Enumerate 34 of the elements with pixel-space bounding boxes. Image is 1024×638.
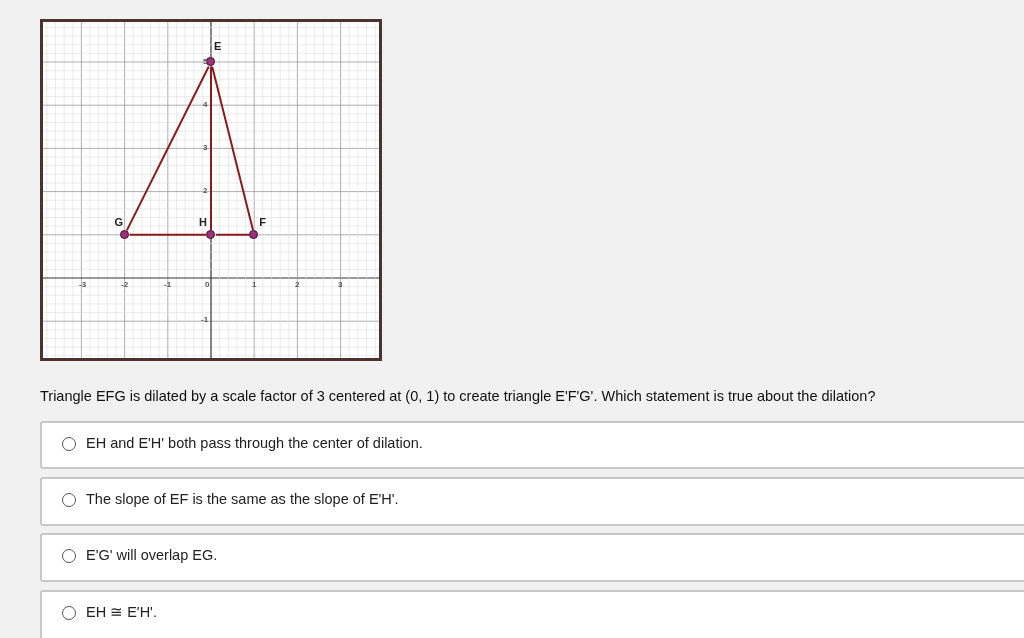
answer-option [40, 533, 1024, 582]
point-marker [119, 229, 129, 239]
point-marker [206, 57, 215, 66]
axis-tick-label: 5 [203, 57, 208, 67]
axis-tick-label: -2 [121, 280, 129, 290]
axis-tick-label: 0 [205, 280, 210, 290]
triangle-side [128, 233, 207, 236]
answer-option [40, 421, 1024, 469]
axis-tick-label: -1 [164, 280, 172, 290]
answer-option [40, 477, 1024, 526]
axis-tick-label: 2 [203, 186, 208, 196]
point-label: F [259, 215, 266, 228]
triangle-side [125, 65, 210, 232]
axis-tick-label: 3 [203, 143, 208, 153]
point-marker [206, 229, 215, 239]
axis-tick-label: 2 [295, 280, 300, 290]
point-label: H [199, 215, 207, 228]
triangle-side [211, 65, 254, 231]
axis-tick-label: 1 [252, 280, 257, 290]
question-text: Triangle EFG is dilated by a scale factor of 3 centered at (0, 1) to create triangle E'F'G'. Which statement is true about the dilation? [40, 388, 876, 404]
option-text: E'G' will overlap EG. [86, 547, 218, 563]
axis-tick-label: 4 [203, 100, 208, 110]
option-text: The slope of EF is the same as the slope of E'H'. [86, 491, 399, 507]
point-label: G [114, 215, 124, 228]
answer-option [40, 590, 1024, 638]
point-marker [249, 229, 259, 239]
option-text: EH and E'H' both pass through the center of dilation. [86, 435, 423, 451]
triangle-side [215, 233, 251, 236]
axis-tick-label: 3 [338, 280, 343, 290]
axis-tick-label: -3 [79, 280, 87, 290]
axis-tick-label: -1 [201, 315, 209, 325]
point-label: E [214, 40, 222, 52]
option-text: EH ≅ E'H'. [86, 604, 157, 620]
triangle-side [210, 66, 212, 231]
